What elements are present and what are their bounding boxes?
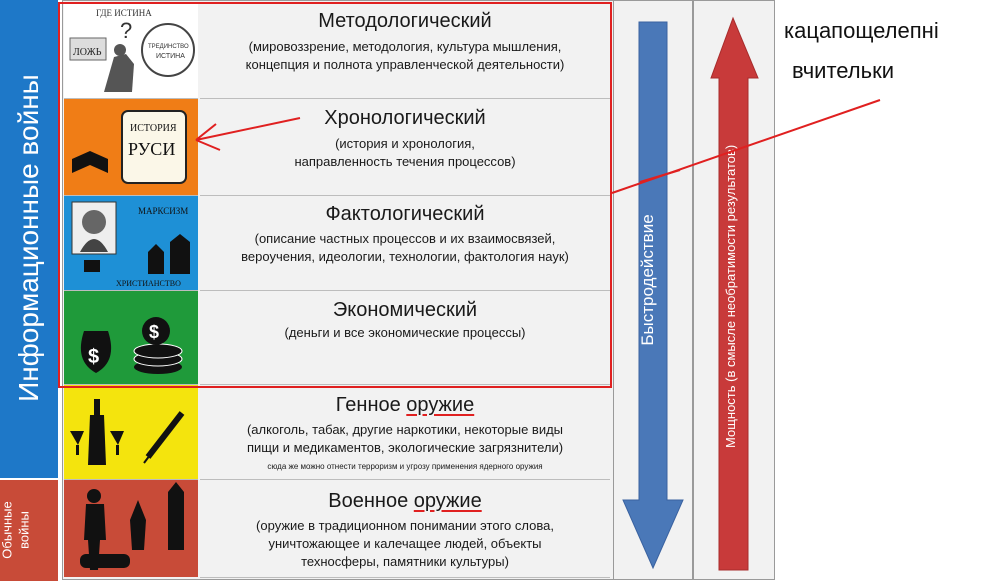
military-title-underlined: оружие [413,490,482,512]
economic-title: Экономический [332,299,478,321]
svg-text:ИСТОРИЯ: ИСТОРИЯ [130,123,177,134]
factological-title: Фактологический [325,203,485,225]
icon-text-lie: ЛОЖЬ [73,47,102,58]
military-desc-2: уничтожающее и калечащее людей, объекты [268,536,542,551]
genetic-title-underlined: оружие [406,394,475,416]
speed-arrow-icon [622,21,684,570]
methodological-icon-box: ГДЕ ИСТИНА ЛОЖЬ ? ТРЕДИНСТВО ИСТИНА [64,2,198,99]
genetic-small-note: сюда же можно отнести терроризм и угрозу… [267,462,543,471]
annotation-connector-line-2 [639,169,681,183]
svg-text:МАРКСИЗМ: МАРКСИЗМ [138,206,188,216]
svg-text:$: $ [149,322,159,342]
chronological-desc-1: (история и хронология, [335,136,475,151]
question-icon: ? [120,18,132,43]
military-title: Военное оружие [200,490,610,513]
marxism-christianity-icon: МАРКСИЗМ ХРИСТИАНСТВО [71,201,190,288]
military-weapons-icon [80,482,184,570]
military-icon-box [64,480,198,577]
info-wars-band [0,0,58,478]
annotation-line-1: кацапощелепні [784,18,939,43]
annotation-line-2: вчительки [792,58,894,83]
military-title-pre: Военное [328,490,414,512]
genetic-title: Генное оружие [200,394,610,417]
icon-text-where-truth: ГДЕ ИСТИНА [96,8,152,18]
factological-desc-1: (описание частных процессов и их взаимос… [254,231,556,246]
genetic-desc-1: (алкоголь, табак, другие наркотики, неко… [246,422,564,437]
annotation-pointer-arrow [195,117,301,151]
chronological-desc-2: направленность течения процессов) [294,154,516,169]
economic-desc-1: (деньги и все экономические процессы) [284,325,526,340]
factological-row-bg [200,196,610,291]
military-desc-1: (оружие в традиционном понимании этого с… [256,518,554,533]
factological-desc-2: вероучения, идеологии, технологии, факто… [241,249,569,264]
factological-icon-box: МАРКСИЗМ ХРИСТИАНСТВО [64,196,198,291]
ordinary-wars-band [0,480,58,581]
methodological-title: Методологический [318,10,492,32]
economic-icon-box: $ $ [64,291,198,385]
chronological-row-bg [200,99,610,196]
arrows-svg [622,16,759,571]
chronological-title: Хронологический [324,107,486,129]
methodological-row-bg [200,2,610,99]
svg-text:ИСТИНА: ИСТИНА [156,53,185,60]
military-row-bg [200,480,610,578]
power-arrow-icon [710,16,759,571]
money-icon: $ $ [80,317,183,374]
truth-lie-icon: ГДЕ ИСТИНА ЛОЖЬ ? ТРЕДИНСТВО ИСТИНА [69,8,195,92]
economic-row-bg [200,291,610,385]
svg-text:ТРЕДИНСТВО: ТРЕДИНСТВО [148,44,189,50]
methodological-desc-1: (мировоззрение, методология, культура мы… [248,39,562,54]
chronological-icon-box: ИСТОРИЯ РУСИ [64,99,198,196]
genetic-desc-2: пищи и медикаментов, экологические загря… [246,440,564,455]
history-scroll-icon: ИСТОРИЯ РУСИ [72,110,187,184]
genetic-title-pre: Генное [335,394,407,416]
genetic-icon-box [64,385,198,480]
military-desc-3: техносферы, памятники культуры) [301,554,509,569]
info-wars-highlight-box [58,2,612,388]
svg-text:РУСИ: РУСИ [128,139,175,159]
svg-text:ХРИСТИАНСТВО: ХРИСТИАНСТВО [116,279,181,288]
methodological-desc-2: концепция и полнота управленческой деяте… [245,57,565,72]
alcohol-syringe-icon [70,399,185,465]
svg-text:$: $ [88,346,99,368]
genetic-row-bg [200,385,610,480]
